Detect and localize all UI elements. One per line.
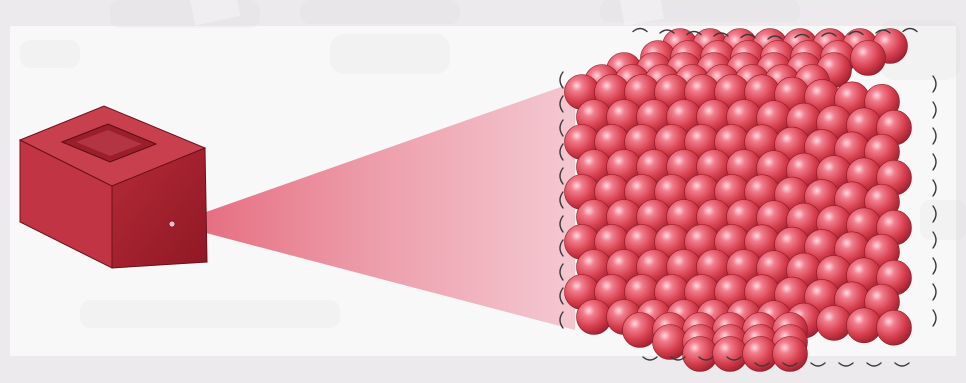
vibration-arc [933,258,936,274]
vibration-arc [643,357,657,360]
vibration-arc [933,154,936,170]
sphere-particle [847,308,882,343]
vibration-arc [933,310,936,326]
vibration-arc [560,72,563,88]
laser-beam [172,82,575,330]
vibration-arc [933,102,936,118]
vibration-arc [811,363,825,366]
laser-source-box [20,106,207,268]
vibration-arc [633,29,647,32]
vibration-arc [933,180,936,196]
beam-aperture [169,221,175,227]
sphere-particle [817,305,852,340]
particle-cube [565,29,912,372]
vibration-arc [933,76,936,92]
sphere-particle [877,310,912,345]
vibration-arc [933,284,936,300]
vibration-arc [839,363,853,366]
vibration-arc [867,363,881,366]
vibration-arc [933,128,936,144]
vibration-arc [895,363,909,366]
vibration-arc [903,29,917,32]
vibration-arc [933,232,936,248]
vibration-arc [933,206,936,222]
sphere-particle [851,41,886,76]
